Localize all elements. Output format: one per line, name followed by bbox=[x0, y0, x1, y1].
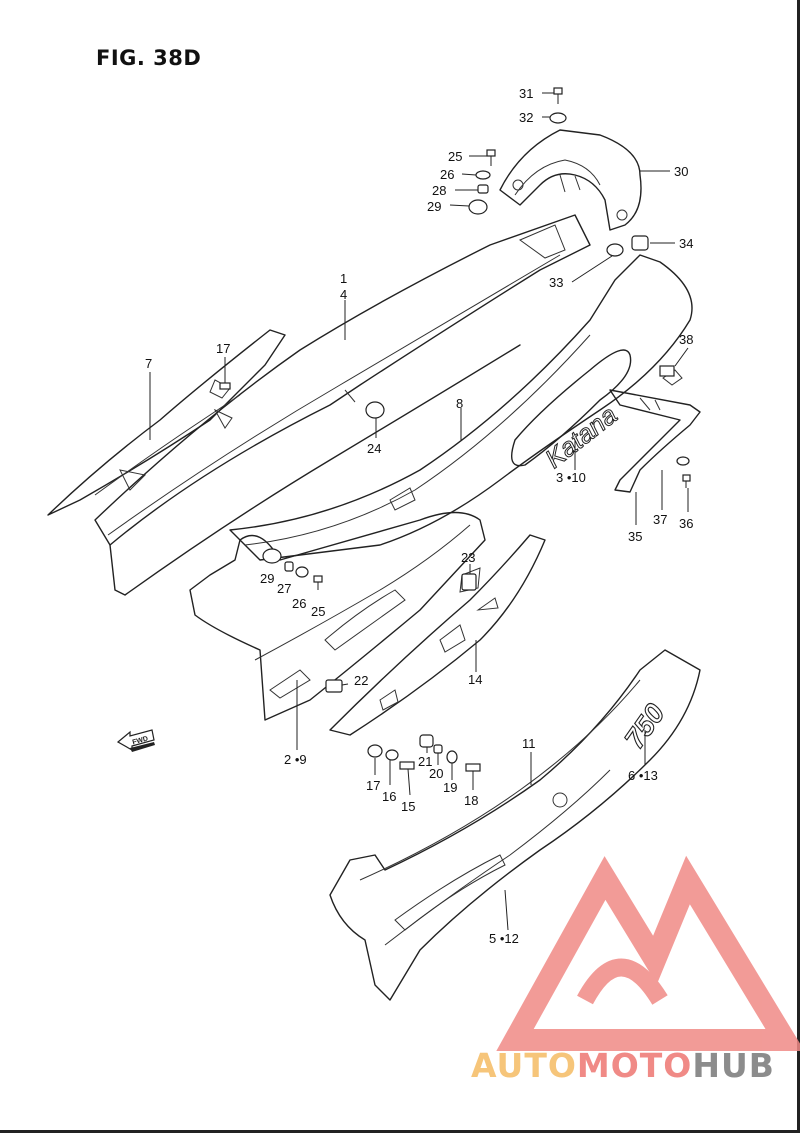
part-2-9-middle-cover bbox=[189, 511, 486, 721]
callout-30: 30 bbox=[674, 164, 688, 179]
callout-34: 34 bbox=[679, 236, 693, 251]
part-7-side-grille bbox=[47, 329, 286, 516]
callout-18: 18 bbox=[464, 793, 478, 808]
forward-direction-arrow: FWD bbox=[116, 729, 155, 752]
callout-labels: 31 32 25 26 28 29 30 34 33 1 4 7 17 38 8… bbox=[145, 86, 693, 946]
callout-21: 21 bbox=[418, 754, 432, 769]
callout-24: 24 bbox=[367, 441, 381, 456]
leader-lines bbox=[149, 92, 689, 931]
callout-23: 23 bbox=[461, 550, 475, 565]
callout-11: 11 bbox=[522, 736, 536, 751]
callout-1: 1 bbox=[340, 271, 347, 286]
callout-26-lower: 26 bbox=[292, 596, 306, 611]
watermark-hub: HUB bbox=[692, 1046, 775, 1085]
callout-3-10: 3 •10 bbox=[556, 470, 586, 485]
callout-15: 15 bbox=[401, 799, 415, 814]
callout-27: 27 bbox=[277, 581, 291, 596]
watermark-logo bbox=[496, 855, 800, 1051]
callout-33: 33 bbox=[549, 275, 563, 290]
katana-emblem-text: Katana bbox=[539, 399, 622, 473]
watermark-auto: AUTO bbox=[471, 1046, 577, 1085]
callout-20: 20 bbox=[429, 766, 443, 781]
hardware-fasteners bbox=[219, 87, 691, 772]
callout-5-12: 5 •12 bbox=[489, 931, 519, 946]
callout-17-lower: 17 bbox=[366, 778, 380, 793]
callout-29-lower: 29 bbox=[260, 571, 274, 586]
callout-8: 8 bbox=[456, 396, 463, 411]
callout-36: 36 bbox=[679, 516, 693, 531]
part-30-tail-bracket bbox=[499, 129, 642, 231]
callout-19: 19 bbox=[443, 780, 457, 795]
watermark-brand: AUTOMOTOHUB bbox=[471, 1046, 775, 1085]
callout-17-upper: 17 bbox=[216, 341, 230, 356]
callout-29: 29 bbox=[427, 199, 441, 214]
callout-6-13: 6 •13 bbox=[628, 768, 658, 783]
fwd-arrow-label: FWD bbox=[132, 735, 149, 746]
callout-25-lower: 25 bbox=[311, 604, 325, 619]
callout-7: 7 bbox=[145, 356, 152, 371]
callout-2-9: 2 •9 bbox=[284, 752, 307, 767]
figure-title: FIG. 38D bbox=[96, 46, 202, 70]
callout-4: 4 bbox=[340, 287, 347, 302]
part-14-inner-panel bbox=[329, 534, 546, 736]
part-35-bracket bbox=[609, 369, 701, 493]
callout-32: 32 bbox=[519, 110, 533, 125]
callout-16: 16 bbox=[382, 789, 396, 804]
part-5-12-lower-cover bbox=[329, 649, 701, 1001]
callout-37: 37 bbox=[653, 512, 667, 527]
part-8-side-cover bbox=[229, 254, 693, 561]
callout-38: 38 bbox=[679, 332, 693, 347]
part-3-10-katana-emblem: Katana bbox=[511, 349, 632, 474]
watermark-moto: MOTO bbox=[576, 1046, 693, 1085]
callout-25: 25 bbox=[448, 149, 462, 164]
callout-35: 35 bbox=[628, 529, 642, 544]
callout-26: 26 bbox=[440, 167, 454, 182]
callout-31: 31 bbox=[519, 86, 533, 101]
callout-28: 28 bbox=[432, 183, 446, 198]
callout-14: 14 bbox=[468, 672, 482, 687]
callout-22: 22 bbox=[354, 673, 368, 688]
